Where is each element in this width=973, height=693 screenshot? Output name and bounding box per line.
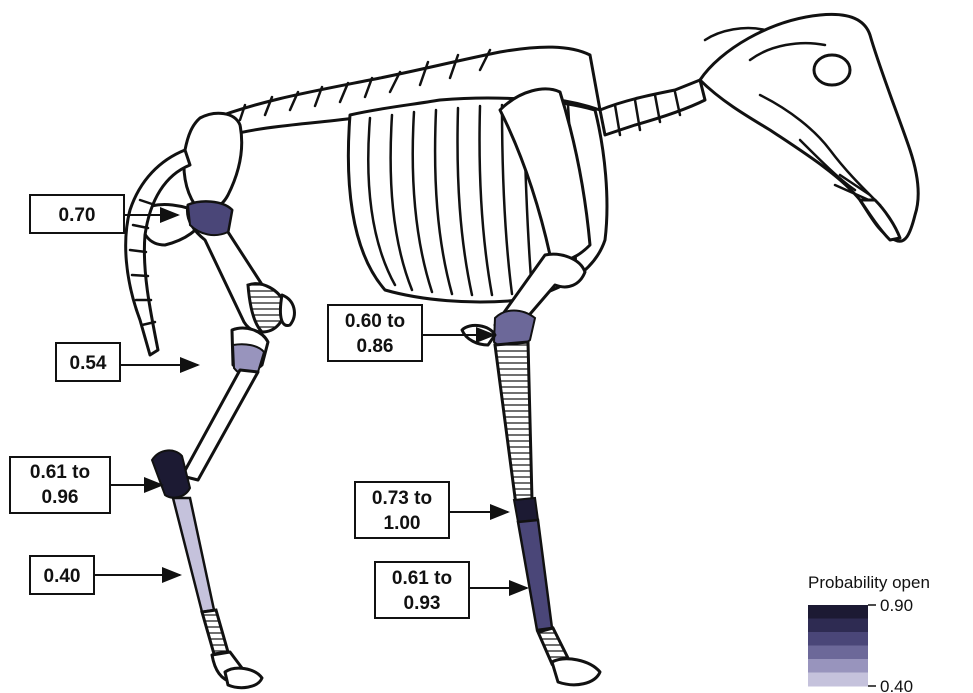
label-fore-cannon: 0.61 to 0.93 [375, 562, 527, 618]
label-hock: 0.61 to 0.96 [10, 457, 162, 513]
fore-cannon [518, 520, 552, 630]
legend: Probability open 0.90 0.40 [808, 573, 930, 693]
legend-swatch [808, 619, 868, 633]
label-carpus-text-1: 0.73 to [372, 488, 432, 509]
label-stifle-text: 0.54 [70, 353, 107, 374]
hindlimb [152, 202, 294, 688]
label-elbow-text-2: 0.86 [357, 336, 394, 357]
legend-swatch [808, 646, 868, 660]
tibia [182, 370, 258, 480]
label-hind-cannon-text: 0.40 [44, 566, 81, 587]
radius [495, 342, 532, 505]
label-fore-cannon-text-2: 0.93 [404, 593, 441, 614]
hock-joint [152, 450, 190, 497]
legend-swatch [808, 673, 868, 687]
label-hind-cannon: 0.40 [30, 556, 180, 594]
hind-cannon [173, 498, 214, 612]
legend-max-label: 0.90 [880, 596, 913, 615]
fore-hoof [552, 659, 600, 685]
carpus-joint [514, 498, 538, 522]
legend-title: Probability open [808, 573, 930, 592]
label-elbow-text-1: 0.60 to [345, 311, 405, 332]
hind-hoof [225, 668, 262, 687]
skull [700, 14, 918, 241]
legend-swatch [808, 659, 868, 673]
legend-color-scale [808, 605, 868, 687]
legend-min-label: 0.40 [880, 677, 913, 693]
label-fore-cannon-text-1: 0.61 to [392, 568, 452, 589]
patella [280, 295, 294, 326]
hip-joint-shade [188, 202, 232, 235]
label-stifle: 0.54 [56, 343, 198, 381]
label-carpus-text-2: 1.00 [384, 513, 421, 534]
label-carpus: 0.73 to 1.00 [355, 482, 508, 538]
tail [126, 150, 190, 355]
label-hock-text-1: 0.61 to [30, 462, 90, 483]
label-hock-text-2: 0.96 [42, 487, 79, 508]
legend-swatch [808, 632, 868, 646]
label-hip-text: 0.70 [59, 205, 96, 226]
forelimb [462, 254, 600, 685]
neck-vertebrae [600, 80, 705, 135]
legend-swatch [808, 605, 868, 619]
eye-socket [814, 55, 850, 85]
